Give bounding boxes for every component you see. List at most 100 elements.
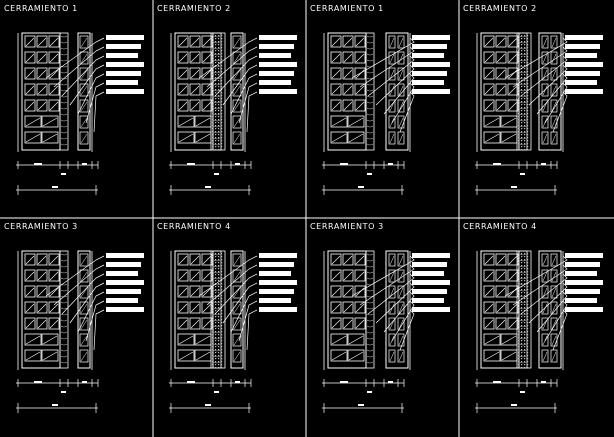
brick-hatch-line xyxy=(178,271,188,281)
brick-unit xyxy=(36,269,48,282)
insulation-dot xyxy=(518,119,520,121)
hollow-cell-hatch xyxy=(551,85,557,96)
brick-unit xyxy=(330,131,348,144)
insulation-dot xyxy=(212,337,214,339)
insulation-squiggle xyxy=(213,35,221,38)
leader-line xyxy=(359,46,415,88)
insulation-dot xyxy=(524,107,526,109)
insulation-dot xyxy=(212,125,214,127)
insulation-dot xyxy=(215,89,217,91)
hollow-cell-hatch xyxy=(389,319,395,330)
hollow-cell-hatch xyxy=(551,335,557,346)
insulation-dot xyxy=(524,337,526,339)
insulation-dot xyxy=(521,283,523,285)
brick-hatch-line xyxy=(49,319,59,329)
brick-hatch-line xyxy=(355,287,365,297)
brick-hatch-line xyxy=(496,255,506,265)
panel-title-8: CERRAMIENTO 4 xyxy=(463,222,537,231)
brick-unit xyxy=(483,333,501,346)
label-bar xyxy=(259,271,291,276)
brick-hatch-line xyxy=(508,69,518,79)
insulation-dot xyxy=(521,259,523,261)
insulation-dot xyxy=(524,331,526,333)
inner-brick-hatch xyxy=(233,351,241,362)
hollow-cell xyxy=(388,83,396,97)
insulation-dot xyxy=(215,298,217,300)
insulation-dot xyxy=(218,131,220,133)
insulation-dot xyxy=(221,346,223,348)
insulation-dot xyxy=(218,322,220,324)
brick-hatch-line xyxy=(501,351,517,361)
insulation-squiggle xyxy=(519,259,527,262)
insulation-dot xyxy=(221,319,223,321)
label-bar xyxy=(106,307,144,312)
inner-brick xyxy=(232,349,242,363)
brick-hatch-line xyxy=(484,303,494,313)
insulation-dot xyxy=(518,331,520,333)
insulation-dot xyxy=(218,301,220,303)
insulation-dot xyxy=(524,89,526,91)
brick-hatch-line xyxy=(496,37,506,47)
insulation-squiggle xyxy=(366,89,374,92)
leader-line xyxy=(383,291,415,333)
insulation-dot xyxy=(521,107,523,109)
insulation-squiggle xyxy=(519,143,527,146)
brick-hatch-line xyxy=(49,271,59,281)
brick-hatch-line xyxy=(178,335,194,345)
insulation-squiggle xyxy=(366,307,374,310)
leader-line xyxy=(222,64,258,106)
inner-brick-hatch xyxy=(80,37,88,48)
insulation-dot xyxy=(218,98,220,100)
insulation-dot xyxy=(212,253,214,255)
insulation-dot xyxy=(518,355,520,357)
leader-line xyxy=(93,309,105,351)
dimension-text-mark xyxy=(511,186,517,188)
brick-unit xyxy=(48,285,60,298)
insulation-dot xyxy=(218,292,220,294)
insulation-dot xyxy=(521,277,523,279)
insulation-squiggle xyxy=(213,137,221,140)
insulation-dot xyxy=(215,277,217,279)
brick-hatch-line xyxy=(42,133,58,143)
insulation-dot xyxy=(527,98,529,100)
insulation-squiggle xyxy=(519,277,527,280)
hollow-cell xyxy=(388,301,396,315)
brick-unit xyxy=(41,115,59,128)
brick-hatch-line xyxy=(508,53,518,63)
hollow-cell xyxy=(388,253,396,267)
label-bar xyxy=(412,35,450,40)
brick-hatch-line xyxy=(37,303,47,313)
insulation-squiggle xyxy=(519,289,527,292)
insulation-dot xyxy=(212,59,214,61)
insulation-squiggle xyxy=(519,355,527,358)
hollow-cell-hatch xyxy=(551,69,557,80)
leader-line xyxy=(367,273,415,315)
brick-hatch-line xyxy=(484,85,494,95)
inner-brick-hatch xyxy=(233,53,241,64)
brick-unit xyxy=(330,301,342,314)
inner-brick xyxy=(232,131,242,145)
leader-line xyxy=(53,264,105,306)
hollow-cell-hatch xyxy=(398,271,404,282)
hollow-cell xyxy=(541,349,549,363)
insulation-dot xyxy=(518,107,520,109)
insulation-dot xyxy=(521,349,523,351)
brick-hatch-line xyxy=(178,101,188,111)
insulation-dot xyxy=(527,367,529,369)
insulation-dot xyxy=(212,95,214,97)
leader-line xyxy=(246,309,258,351)
leader-line xyxy=(222,282,258,324)
insulation-squiggle xyxy=(519,53,527,56)
insulation-dot xyxy=(218,89,220,91)
insulation-dot xyxy=(218,35,220,37)
insulation-dot xyxy=(215,319,217,321)
insulation-squiggle xyxy=(213,125,221,128)
insulation-dot xyxy=(212,113,214,115)
insulation-dot xyxy=(212,104,214,106)
brick-unit xyxy=(177,301,189,314)
insulation-squiggle xyxy=(60,265,68,268)
insulation-dot xyxy=(527,62,529,64)
leader-line xyxy=(520,55,568,97)
insulation-dot xyxy=(221,86,223,88)
insulation-dot xyxy=(518,65,520,67)
